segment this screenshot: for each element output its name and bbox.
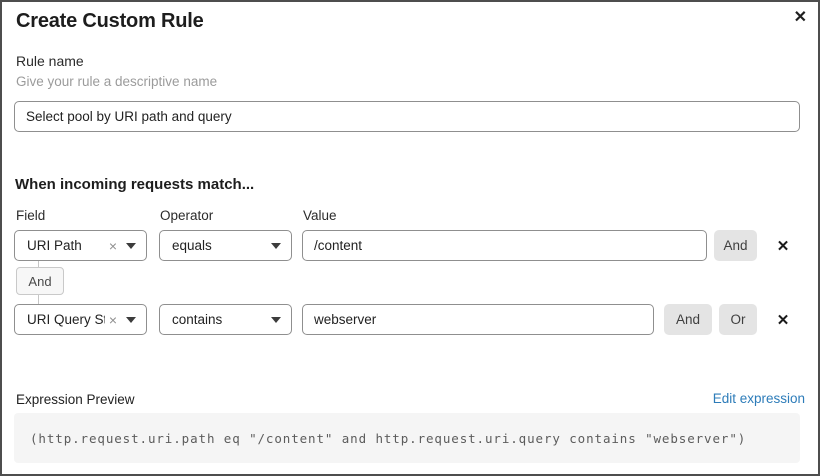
- chevron-down-icon: [126, 316, 136, 323]
- delete-row-icon[interactable]: ✕: [776, 237, 790, 255]
- add-and-condition-button[interactable]: And: [714, 230, 757, 261]
- field-select[interactable]: URI Query St... ×: [14, 304, 147, 335]
- field-select-value: URI Query St...: [27, 312, 105, 327]
- add-and-condition-button[interactable]: And: [664, 304, 712, 335]
- close-icon[interactable]: ✕: [793, 9, 807, 26]
- dialog-title: Create Custom Rule: [16, 10, 204, 32]
- rule-name-input[interactable]: [14, 101, 800, 132]
- value-column-label: Value: [303, 208, 337, 223]
- chevron-down-icon: [126, 242, 136, 249]
- expression-preview-box: (http.request.uri.path eq "/content" and…: [14, 413, 800, 463]
- delete-row-icon[interactable]: ✕: [776, 311, 790, 329]
- operator-select[interactable]: equals: [159, 230, 292, 261]
- field-select-value: URI Path: [27, 238, 82, 253]
- connector-and-badge: And: [16, 267, 64, 295]
- operator-select[interactable]: contains: [159, 304, 292, 335]
- operator-select-value: contains: [172, 312, 223, 327]
- rule-name-label: Rule name: [16, 53, 84, 69]
- value-input[interactable]: [302, 304, 654, 335]
- field-select[interactable]: URI Path ×: [14, 230, 147, 261]
- add-or-condition-button[interactable]: Or: [719, 304, 757, 335]
- edit-expression-link[interactable]: Edit expression: [712, 391, 805, 406]
- clear-selection-icon[interactable]: ×: [108, 237, 117, 254]
- expression-preview-label: Expression Preview: [16, 392, 135, 407]
- rule-name-hint: Give your rule a descriptive name: [16, 74, 218, 89]
- clear-selection-icon[interactable]: ×: [108, 311, 117, 328]
- field-column-label: Field: [16, 208, 46, 223]
- operator-select-value: equals: [172, 238, 212, 253]
- chevron-down-icon: [271, 242, 281, 249]
- chevron-down-icon: [271, 316, 281, 323]
- operator-column-label: Operator: [160, 208, 214, 223]
- match-heading: When incoming requests match...: [15, 176, 255, 193]
- expression-code: (http.request.uri.path eq "/content" and…: [30, 430, 747, 446]
- value-input[interactable]: [302, 230, 707, 261]
